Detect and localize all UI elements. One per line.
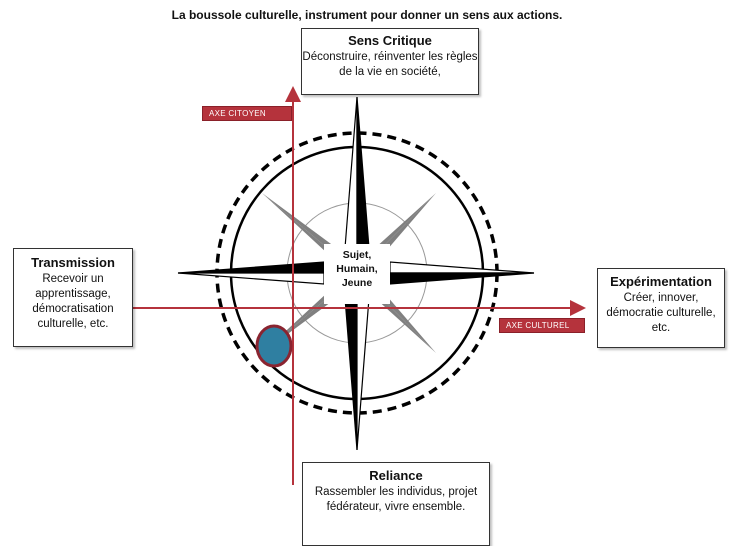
box-text: Rassembler les individus, projet fédérat… [314, 486, 478, 513]
center-line-3: Jeune [341, 277, 373, 289]
center-label: Sujet, Humain, Jeune [324, 244, 390, 304]
box-text: Créer, innover, démocratie culturelle, e… [606, 292, 716, 334]
box-heading: Transmission [31, 255, 115, 270]
cardinal-points [177, 96, 535, 451]
position-marker [255, 324, 293, 368]
diagram-title: La boussole culturelle, instrument pour … [171, 8, 563, 22]
center-line-1: Sujet, [342, 249, 372, 261]
sens-critique-box: Sens Critique Déconstruire, réinventer l… [301, 28, 479, 95]
box-heading: Reliance [369, 468, 423, 483]
box-text: Recevoir un apprentissage, démocratisati… [32, 273, 114, 330]
transmission-box: Transmission Recevoir un apprentissage, … [13, 248, 133, 347]
experimentation-box: Expérimentation Créer, innover, démocrat… [597, 268, 725, 348]
center-line-2: Humain, [336, 263, 378, 275]
reliance-box: Reliance Rassembler les individus, proje… [302, 462, 490, 546]
axis-culturel-label: AXE CULTUREL [499, 318, 585, 333]
axis-citoyen-label: AXE CITOYEN [202, 106, 292, 121]
box-heading: Sens Critique [348, 33, 432, 48]
box-heading: Expérimentation [610, 274, 712, 289]
box-text: Déconstruire, réinventer les règles de l… [302, 51, 478, 78]
